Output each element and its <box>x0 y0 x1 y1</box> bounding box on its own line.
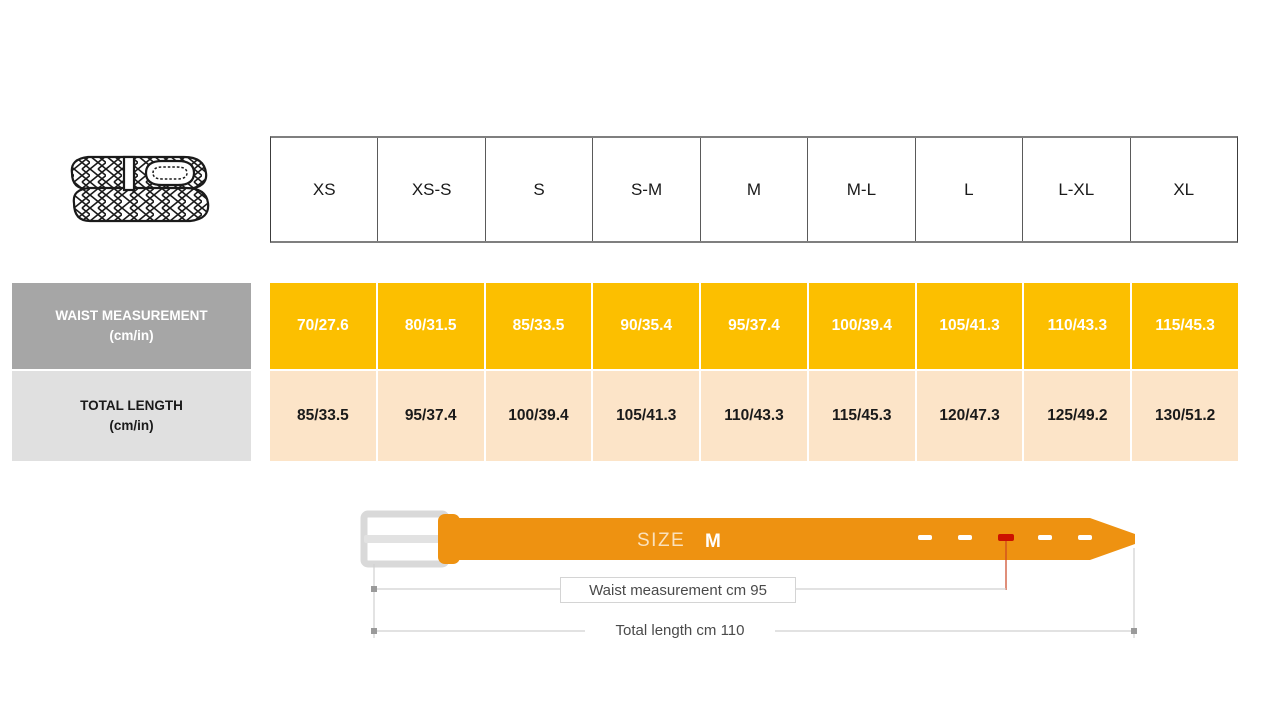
size-header-cell-xl: XL <box>1173 179 1195 199</box>
waist-dimension-label: Waist measurement cm 95 <box>560 577 796 603</box>
waist-cell-s: 85/33.5 <box>485 283 594 369</box>
length-cell-xl: 130/51.2 <box>1132 371 1239 461</box>
total-length-row-label: TOTAL LENGTH (cm/in) <box>12 371 251 461</box>
waist-cell-m: 95/37.4 <box>701 283 809 369</box>
size-header-cell-m: M <box>701 138 809 241</box>
total-length-label-title: TOTAL LENGTH <box>80 397 183 413</box>
product-illustration <box>58 143 218 238</box>
total-length-label-unit: (cm/in) <box>109 418 154 433</box>
belt-size-prefix-label: SIZE <box>637 530 685 551</box>
belt-hole-active <box>998 534 1014 541</box>
length-cell-m-l: 115/45.3 <box>808 371 917 461</box>
size-header-cell-s-m: S-M <box>593 138 701 241</box>
size-header-cell-m-l: M-L <box>808 138 916 241</box>
length-cell-s-m: 105/41.3 <box>593 371 702 461</box>
waist-label-title: WAIST MEASUREMENT <box>55 307 208 323</box>
size-header-cell-l: L <box>916 138 1024 241</box>
waist-cell-xs: 70/27.6 <box>270 283 378 369</box>
waist-measurement-row-label: WAIST MEASUREMENT (cm/in) <box>12 283 251 369</box>
length-cell-l: 120/47.3 <box>916 371 1025 461</box>
length-cell-xs: 85/33.5 <box>270 371 378 461</box>
size-header-cell-xs-s: XS-S <box>378 138 486 241</box>
total-length-dimension-label: Total length cm 110 <box>585 618 775 642</box>
waist-cell-l: 105/41.3 <box>916 283 1025 369</box>
length-cell-m: 110/43.3 <box>701 371 809 461</box>
size-header-cell-s: S <box>486 138 594 241</box>
size-header-cell-l-xl: L-XL <box>1023 138 1131 241</box>
waist-cell-xs-s: 80/31.5 <box>377 283 486 369</box>
belt-strap <box>446 518 1135 560</box>
length-cell-xs-s: 95/37.4 <box>377 371 486 461</box>
belt-measurement-diagram: SIZE M <box>330 498 1190 658</box>
size-header-cell-xs: XS <box>271 138 379 241</box>
length-cell-l-xl: 125/49.2 <box>1024 371 1133 461</box>
belt-holes <box>918 534 1092 541</box>
woven-belt-icon <box>70 155 210 223</box>
waist-cell-m-l: 100/39.4 <box>808 283 917 369</box>
waist-label-unit: (cm/in) <box>109 328 154 343</box>
waist-cell-s-m: 90/35.4 <box>593 283 702 369</box>
belt-size-value-label: M <box>705 531 721 552</box>
waist-cell-xl: 115/45.3 <box>1132 283 1239 369</box>
length-cell-s: 100/39.4 <box>485 371 594 461</box>
waist-cell-l-xl: 110/43.3 <box>1024 283 1133 369</box>
